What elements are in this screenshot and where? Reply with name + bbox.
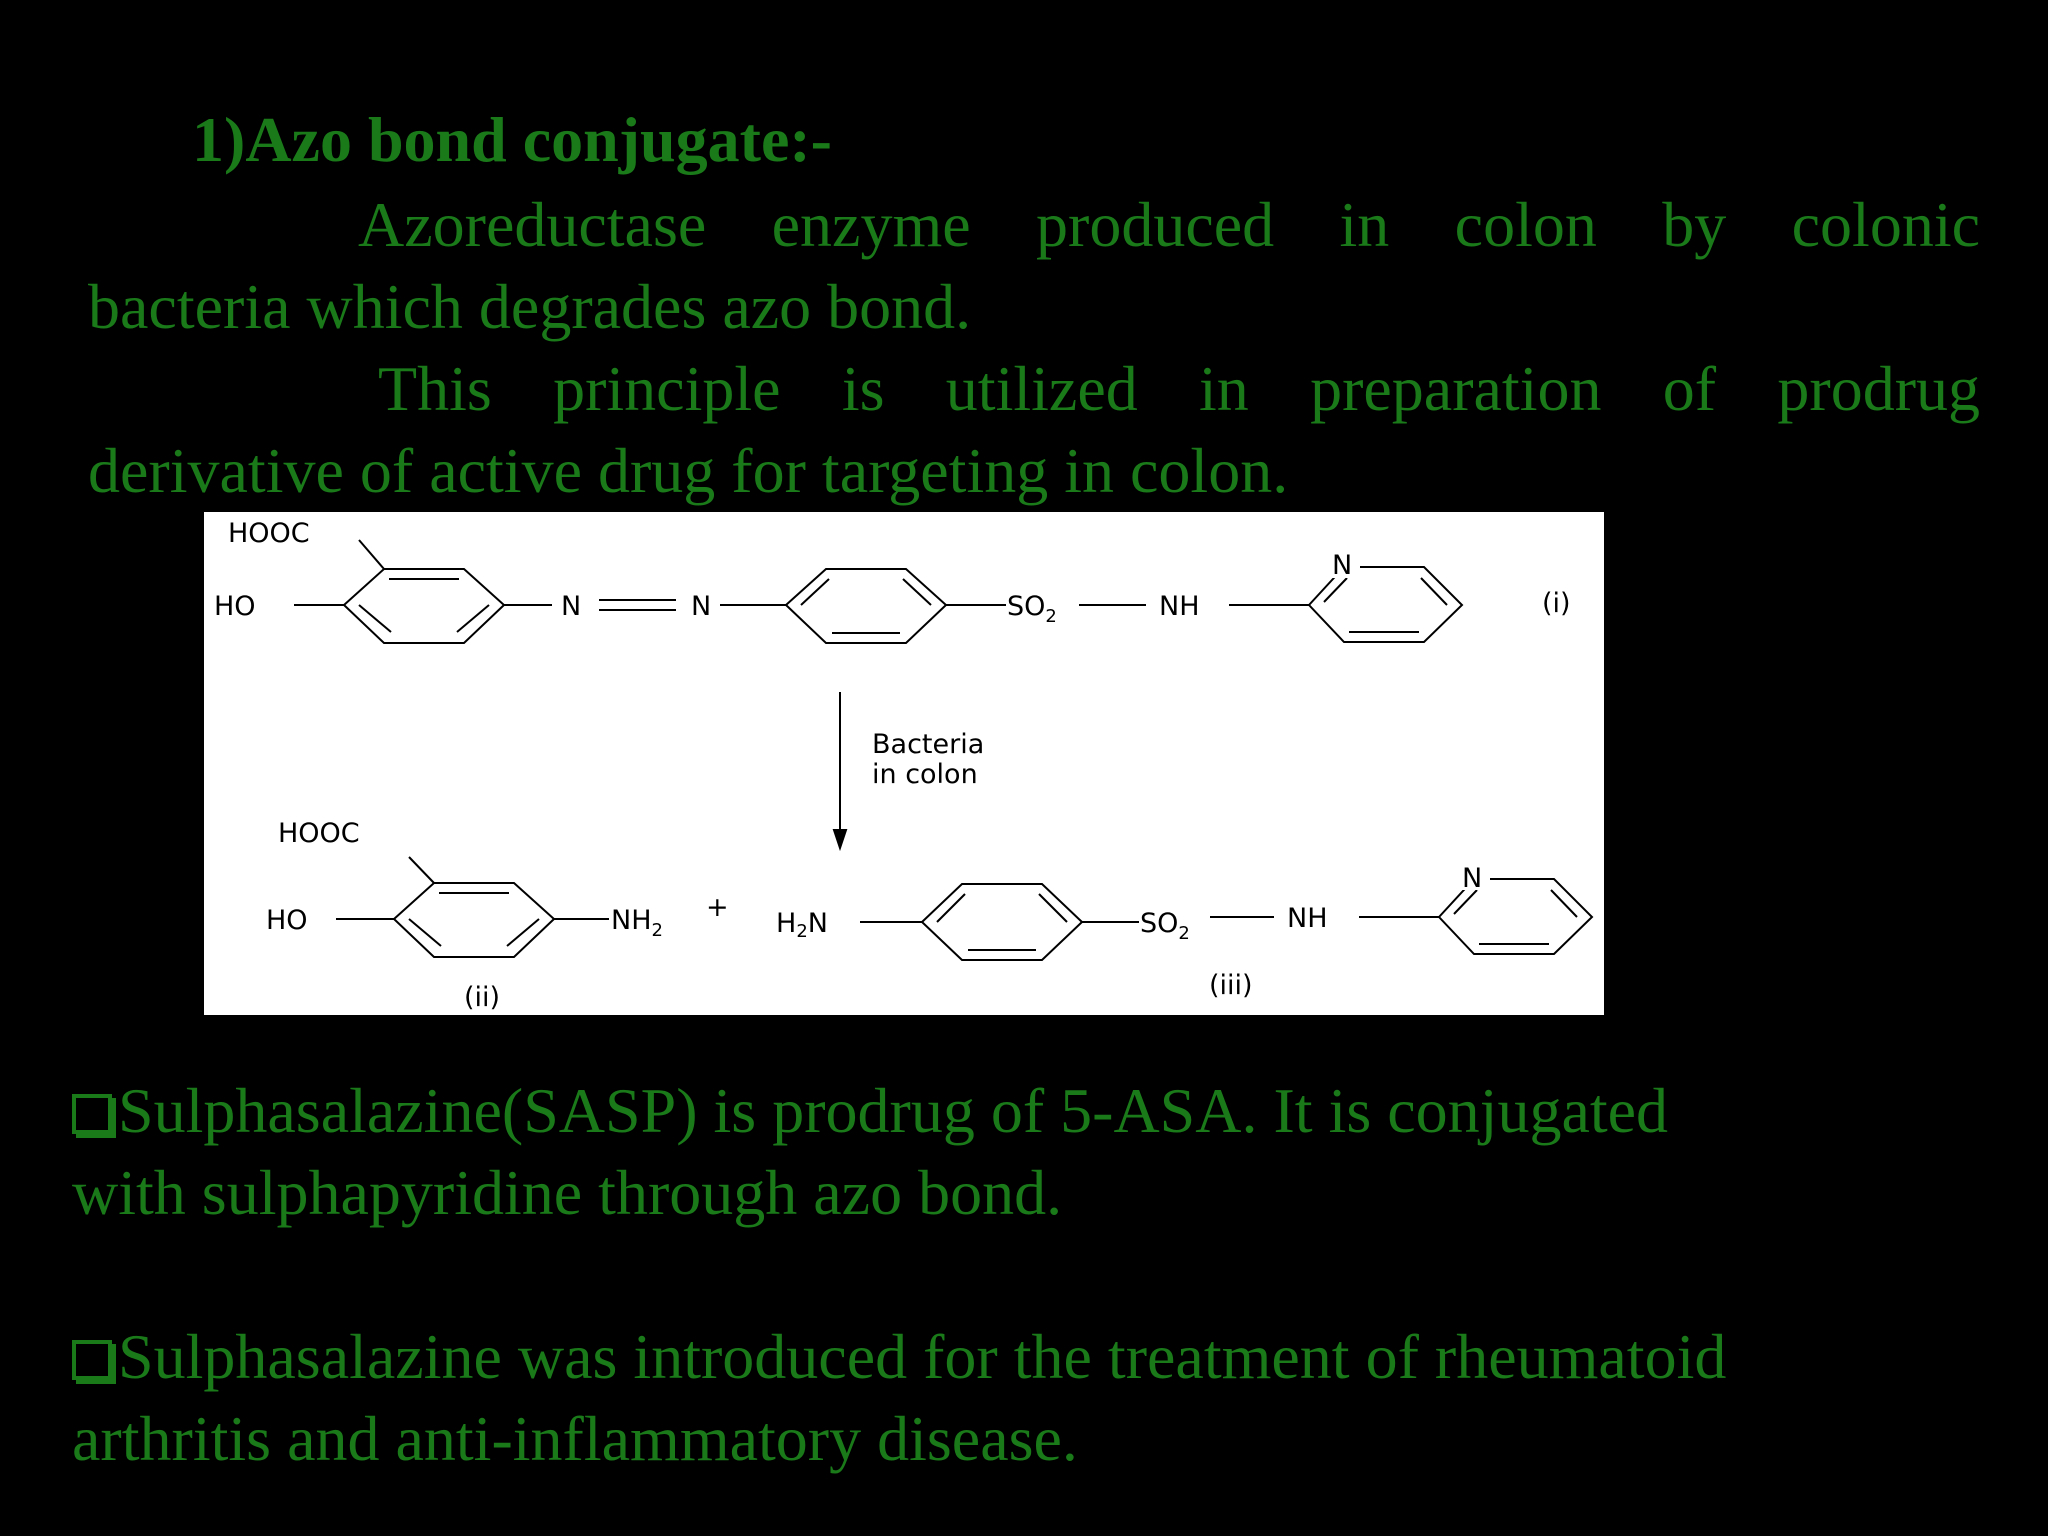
pyridine-n-background-iii — [1460, 860, 1490, 890]
benzene-ring-2 — [784, 568, 948, 644]
hooc-label: HOOC — [228, 518, 310, 549]
plus-sign: + — [706, 892, 729, 923]
label-i: (i) — [1542, 588, 1571, 619]
hooc-label-ii: HOOC — [278, 818, 360, 849]
paragraph-principle: This principle is utilized in preparatio… — [88, 348, 1980, 512]
hollow-square-bullet-icon — [72, 1094, 112, 1134]
so2-label-iii: SO2 — [1140, 908, 1190, 944]
h2n-label: H2N — [776, 908, 828, 942]
nh2-text: NH — [611, 905, 652, 936]
reaction-arrow — [832, 692, 848, 852]
ho-label-ii: HO — [266, 905, 308, 936]
paragraph-azoreductase: Azoreductase enzyme produced in colon by… — [88, 184, 1980, 348]
azo-n1-label: N — [561, 591, 581, 622]
nh-label-iii: NH — [1287, 903, 1328, 934]
benzene-ring-3 — [392, 882, 556, 958]
slide-title: 1)Azo bond conjugate:- — [192, 104, 832, 175]
benzene-ring-1 — [342, 568, 506, 644]
so2-text-iii: SO — [1140, 908, 1178, 939]
h2n-h: H — [776, 908, 796, 939]
paragraph-line: bacteria which degrades azo bond. — [88, 271, 972, 342]
pyridine-n-label-iii: N — [1462, 863, 1482, 894]
pyridine-n-background — [1330, 548, 1360, 578]
h2n-subscript: 2 — [796, 921, 807, 942]
reactant-structure-bonds — [294, 539, 1464, 644]
azo-reduction-reaction-diagram: HOOC HO N N SO2 NH N (i) Bacteria in col… — [204, 512, 1604, 1015]
so2-subscript-iii: 2 — [1178, 923, 1189, 944]
label-iii: (iii) — [1209, 970, 1253, 1001]
bullet-line: Sulphasalazine(SASP) is prodrug of 5-ASA… — [72, 1070, 1992, 1152]
benzene-ring-4 — [920, 883, 1084, 961]
bullet-line: with sulphapyridine through azo bond. — [72, 1157, 1063, 1228]
arrow-label-in-colon: in colon — [872, 759, 978, 790]
nh2-label: NH2 — [611, 905, 663, 941]
bullet-line: Sulphasalazine was introduced for the tr… — [72, 1316, 1992, 1398]
bullet-sulphasalazine-prodrug: Sulphasalazine(SASP) is prodrug of 5-ASA… — [72, 1070, 1992, 1234]
nh2-subscript: 2 — [652, 920, 663, 941]
product-ii-structure-bonds — [336, 856, 609, 958]
pyridine-n-label: N — [1332, 550, 1352, 581]
paragraph-line: derivative of active drug for targeting … — [88, 435, 1289, 506]
bullet-text: Sulphasalazine was introduced for the tr… — [118, 1321, 1727, 1392]
bullet-text: Sulphasalazine(SASP) is prodrug of 5-ASA… — [118, 1075, 1669, 1146]
paragraph-line: This principle is utilized in preparatio… — [378, 353, 1980, 424]
ho-label: HO — [214, 591, 256, 622]
reaction-scheme: HOOC HO N N SO2 NH N (i) Bacteria in col… — [214, 518, 1594, 1013]
so2-label: SO2 — [1007, 591, 1057, 627]
azo-n2-label: N — [691, 591, 711, 622]
label-ii: (ii) — [464, 982, 500, 1013]
hollow-square-bullet-icon — [72, 1340, 112, 1380]
so2-subscript: 2 — [1045, 606, 1056, 627]
arrow-label-bacteria: Bacteria — [872, 729, 984, 760]
h2n-n: N — [808, 908, 828, 939]
paragraph-line: Azoreductase enzyme produced in colon by… — [358, 189, 1980, 260]
so2-text: SO — [1007, 591, 1045, 622]
bullet-line: arthritis and anti-inflammatory disease. — [72, 1403, 1078, 1474]
bullet-sulphasalazine-treatment: Sulphasalazine was introduced for the tr… — [72, 1316, 1992, 1480]
nh-label: NH — [1159, 591, 1200, 622]
